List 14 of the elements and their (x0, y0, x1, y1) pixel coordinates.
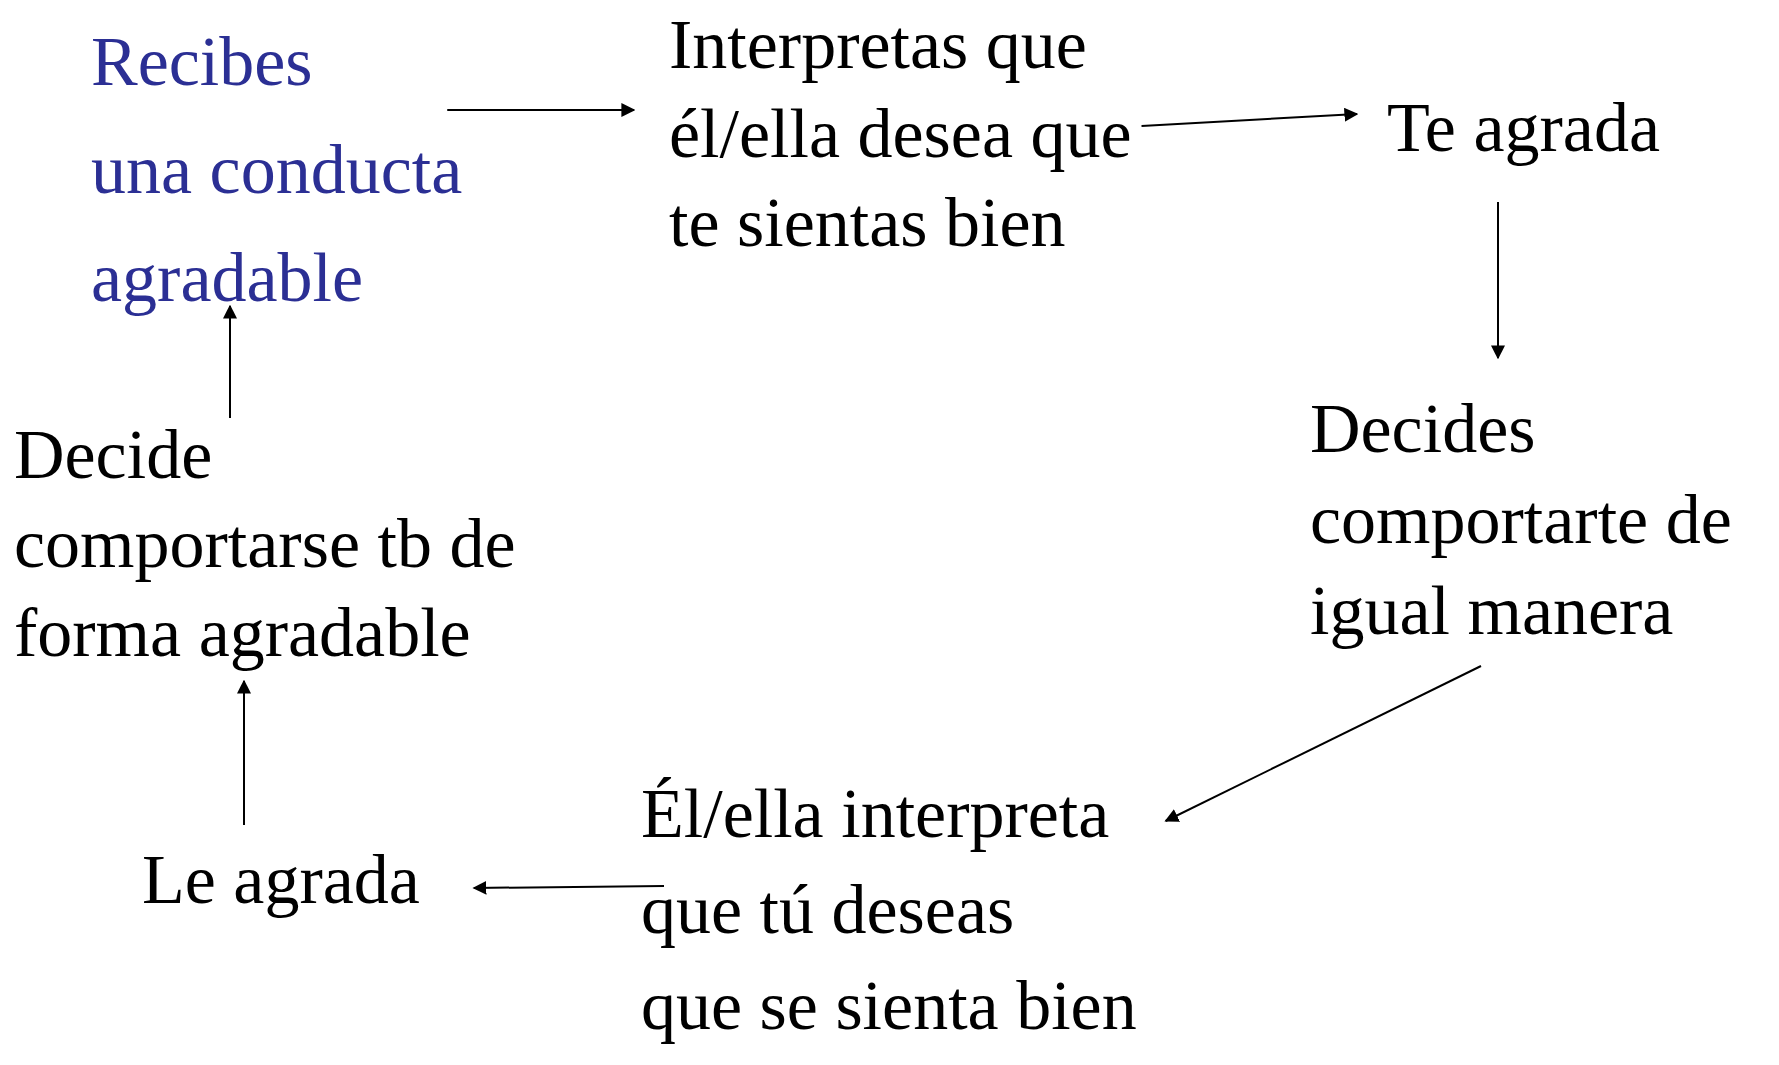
flow-text: Recibes una conducta agradable (91, 8, 463, 332)
flow-text: Decides comportarte de igual manera (1310, 383, 1732, 656)
arrow (1140, 107, 1359, 127)
arrow (237, 679, 251, 826)
flow-text: Le agrada (142, 840, 420, 920)
arrow (1164, 665, 1482, 822)
arrow (1491, 201, 1505, 360)
flow-text: Él/ella interpreta que tú deseas que se sienta bien (641, 766, 1137, 1054)
arrow (223, 304, 237, 419)
flow-text: Te agrada (1387, 88, 1660, 168)
flow-text: Interpretas que él/ella desea que te sientas bien (669, 0, 1132, 267)
arrow (472, 880, 665, 895)
flow-text: Decide comportarse tb de forma agradable (14, 410, 516, 677)
arrow (446, 103, 636, 117)
